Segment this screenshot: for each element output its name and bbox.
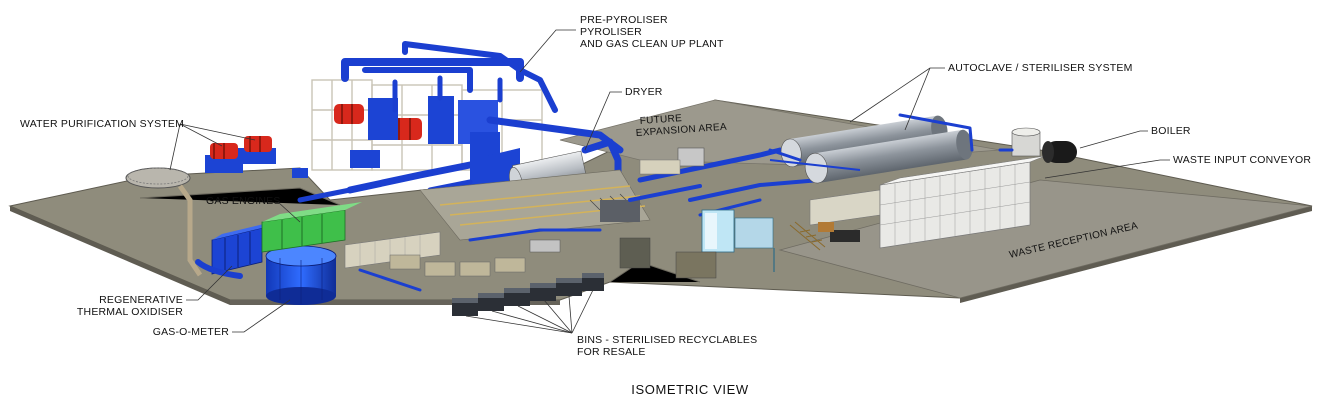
- leader-gas-engines: [277, 201, 301, 223]
- leader-bins-1: [465, 315, 573, 334]
- leader-bins-3: [517, 305, 573, 334]
- view-title: ISOMETRIC VIEW: [631, 382, 749, 397]
- label-pyroliser: PYROLISER: [580, 26, 642, 38]
- label-pre-pyroliser: PRE-PYROLISER: [580, 14, 668, 26]
- slab-inner-line: [139, 187, 341, 206]
- process-column-2: [428, 96, 454, 144]
- bale-storage: [879, 155, 1046, 249]
- slab-edge-left: [10, 206, 230, 305]
- pyroliser-reactor-1: [334, 104, 364, 124]
- ground-slabs: [8, 99, 1313, 305]
- lower-process-blocks: [344, 228, 602, 292]
- label-regenerative: REGENERATIVE: [99, 294, 183, 306]
- bin: [452, 298, 478, 316]
- water-treatment-unit-2: [238, 136, 276, 164]
- leader-bins-4: [543, 299, 573, 334]
- slab-edge-right: [960, 206, 1312, 303]
- leader-autoclave-1: [849, 67, 945, 123]
- label-bins-for-resale: FOR RESALE: [577, 346, 646, 358]
- stair-and-loading-platform: [789, 189, 881, 251]
- autoclave-steriliser-system: [768, 113, 974, 184]
- overhead-pipework: [297, 41, 624, 203]
- leader-water-2: [179, 123, 223, 147]
- leader-pyroliser: [519, 29, 576, 73]
- label-bins: BINS - STERILISED RECYCLABLES: [577, 334, 757, 346]
- leader-boiler: [1079, 130, 1148, 149]
- bin: [582, 273, 604, 291]
- leader-bins-5: [568, 295, 573, 334]
- boiler: [998, 127, 1077, 163]
- label-water-purification: WATER PURIFICATION SYSTEM: [20, 118, 184, 130]
- label-gas-engines: GAS ENGINES: [206, 195, 281, 207]
- label-gas-clean-up-plant: AND GAS CLEAN UP PLANT: [580, 38, 724, 50]
- gas-o-meter: [265, 245, 337, 305]
- leader-gas-o-meter: [232, 299, 291, 333]
- leader-bins-2: [491, 310, 573, 334]
- label-boiler: BOILER: [1151, 125, 1191, 137]
- label-waste-input-conveyor: WASTE INPUT CONVEYOR: [1173, 154, 1311, 166]
- leader-bins-6: [571, 289, 594, 334]
- leader-rto: [186, 265, 233, 301]
- pyroliser-plant: [297, 41, 624, 203]
- recyclable-bins: [452, 273, 604, 316]
- water-treatment-unit-1: [205, 143, 243, 173]
- bin: [504, 288, 530, 306]
- regenerative-thermal-oxidiser: [195, 222, 272, 279]
- gas-engines: [261, 202, 362, 253]
- leader-waste-input: [1044, 159, 1170, 179]
- bin: [530, 283, 556, 301]
- label-autoclave: AUTOCLAVE / STERILISER SYSTEM: [948, 62, 1133, 74]
- water-purification-system: [125, 136, 308, 277]
- label-dryer: DRYER: [625, 86, 663, 98]
- leader-autoclave-2: [904, 67, 931, 131]
- label-gas-o-meter: GAS-O-METER: [153, 326, 230, 338]
- label-thermal-oxidiser: THERMAL OXIDISER: [77, 306, 183, 318]
- bin: [556, 278, 582, 296]
- processing-tower: [529, 209, 775, 279]
- leader-water-1: [169, 123, 181, 171]
- bin: [478, 293, 504, 311]
- leader-water-3: [179, 123, 256, 141]
- leader-dryer: [584, 91, 622, 151]
- leader-lines: [169, 29, 1170, 334]
- future-expansion-label-line1: FUTURE: [639, 113, 682, 127]
